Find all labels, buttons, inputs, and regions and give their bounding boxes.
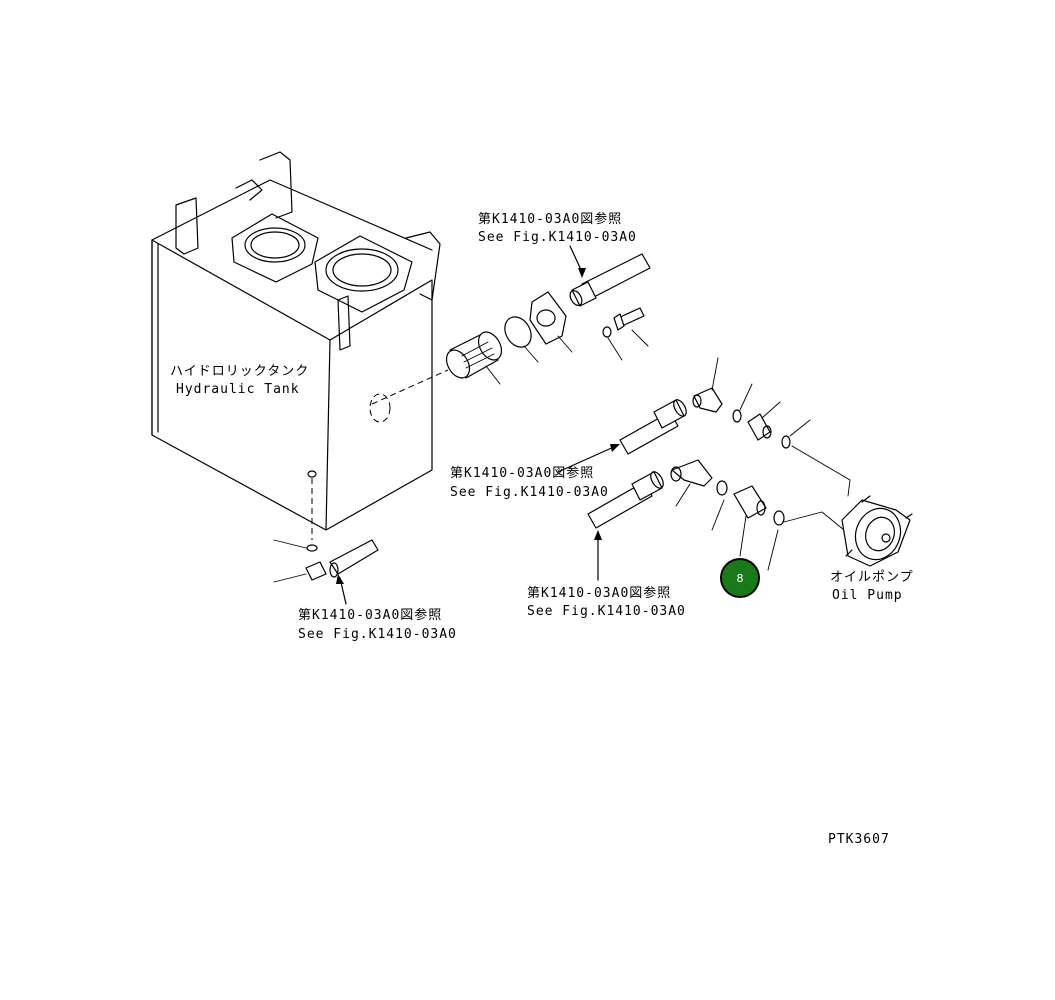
ref-bottom-en: See Fig.K1410-03A0	[298, 627, 457, 642]
ref-top-jp: 第K1410-03A0図参照	[478, 211, 622, 227]
ref-top-en: See Fig.K1410-03A0	[478, 230, 637, 245]
hose-lower	[587, 471, 664, 529]
hydraulic-tank-label-en: Hydraulic Tank	[176, 382, 300, 397]
ref-right-jp: 第K1410-03A0図参照	[527, 585, 671, 601]
elbow-lower	[670, 459, 713, 507]
callout-number[interactable]: 8	[737, 572, 744, 585]
ref-mid-jp: 第K1410-03A0図参照	[450, 465, 594, 481]
drain-fitting	[273, 539, 379, 583]
callout-8[interactable]: 8	[720, 558, 760, 598]
hose-middle	[619, 399, 687, 455]
o-ring-upper-2	[781, 435, 791, 449]
adapter-lower	[733, 485, 767, 557]
callout-circle[interactable]	[720, 558, 760, 598]
oil-pump-label-en: Oil Pump	[832, 588, 903, 603]
hydraulic-tank-label-jp: ハイドロリックタンク	[170, 364, 309, 379]
drawing-id: PTK3607	[828, 832, 890, 847]
o-ring-lower	[716, 480, 728, 496]
elbow-upper	[692, 357, 723, 413]
washer	[602, 326, 612, 338]
o-ring-upper	[732, 409, 742, 423]
hydraulic-tank	[151, 151, 449, 552]
ref-bottom-jp: 第K1410-03A0図参照	[298, 607, 442, 623]
oil-pump-label-jp: オイルポンプ	[830, 570, 914, 585]
ref-mid-en: See Fig.K1410-03A0	[450, 485, 609, 500]
adapter-upper	[747, 401, 781, 441]
suction-flange	[529, 291, 573, 353]
oil-pump	[841, 495, 913, 567]
o-ring	[504, 316, 532, 348]
o-ring-lower-2	[773, 510, 785, 526]
ref-right-en: See Fig.K1410-03A0	[527, 604, 686, 619]
bolt	[613, 307, 649, 347]
strainer	[445, 331, 503, 385]
hose-top	[569, 253, 651, 307]
